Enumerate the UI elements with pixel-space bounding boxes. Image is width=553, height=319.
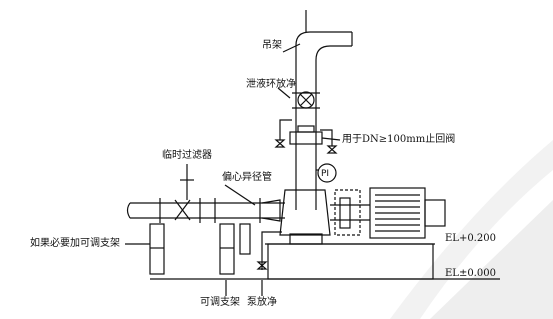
label-drain-vent: 泄液环放净	[246, 79, 296, 90]
drain-line-left	[279, 119, 292, 140]
support-mid	[219, 223, 235, 275]
label-el-ground: EL±0.000	[445, 268, 496, 279]
check-valve-body	[289, 131, 323, 145]
pressure-gauge-icon	[317, 163, 337, 183]
drain-line-right	[320, 129, 333, 146]
eccentric-reducer	[261, 199, 281, 222]
pump-icon	[279, 189, 331, 236]
coupling-guard	[334, 189, 361, 236]
top-bend	[295, 31, 352, 61]
suction-pipe	[130, 202, 285, 219]
label-pump-drain: 泵放净	[247, 297, 277, 308]
label-check-valve-note: 用于DN≥100mm止回阀	[342, 134, 456, 145]
watermark-shape	[430, 200, 553, 319]
filter-icon	[174, 199, 191, 221]
label-eccentric-reducer: 偏心异径管	[222, 172, 272, 183]
pump-foundation	[267, 243, 434, 280]
watermark-shape-2	[390, 140, 553, 319]
support-left	[149, 223, 165, 275]
discharge-pipe-vertical	[295, 45, 317, 210]
pump-drain-line	[261, 231, 282, 270]
label-hanger: 吊架	[262, 40, 282, 51]
label-adjustable-support: 可调支架	[200, 297, 240, 308]
label-el-foundation: EL+0.200	[445, 233, 496, 244]
label-support-if-needed: 如果必要加可调支架	[30, 238, 120, 249]
support-right	[239, 223, 251, 255]
label-pressure-gauge: PI	[321, 169, 330, 179]
label-temp-filter: 临时过滤器	[162, 150, 212, 161]
